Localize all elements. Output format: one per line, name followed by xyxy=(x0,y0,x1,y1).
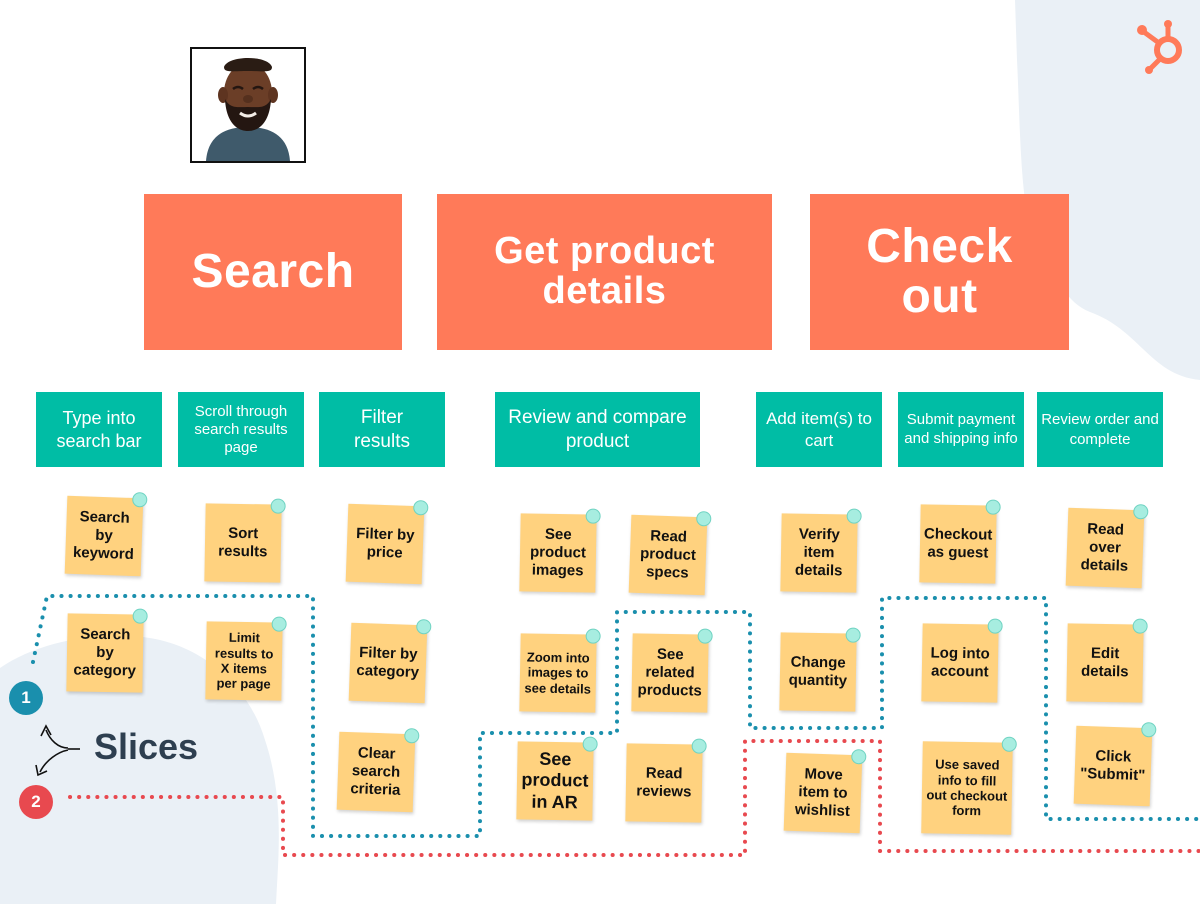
story-see-product-in-ar: See product in AR xyxy=(516,736,598,821)
legend-title: Slices xyxy=(94,726,199,767)
story-label: Read product specs xyxy=(639,527,697,582)
activity-label: Review order and complete xyxy=(1041,411,1159,448)
activity-add-items-to-cart: Add item(s) to cart xyxy=(756,392,882,467)
story-click-submit: Click "Submit" xyxy=(1073,721,1157,807)
story-limit-results: Limit results to X items per page xyxy=(205,616,287,701)
story-label: See product in AR xyxy=(521,748,589,813)
story-checkout-as-guest: Checkout as guest xyxy=(919,499,1001,584)
story-verify-item-details: Verify item details xyxy=(780,508,862,593)
story-read-reviews: Read reviews xyxy=(625,738,707,823)
story-label: Verify item details xyxy=(794,525,843,580)
story-label: Log into account xyxy=(930,644,990,681)
activity-type-into-search-bar: Type into search bar xyxy=(36,392,162,467)
activity-submit-payment-shipping: Submit payment and shipping info xyxy=(898,392,1024,467)
activity-label: Review and compare product xyxy=(508,406,687,452)
story-see-product-images: See product images xyxy=(519,508,601,593)
story-label: Filter by price xyxy=(355,524,415,562)
story-label: Sort results xyxy=(218,524,268,561)
story-label: Search by category xyxy=(73,625,137,680)
story-see-related-products: See related products xyxy=(631,628,713,713)
story-clear-search-criteria: Clear search criteria xyxy=(336,727,420,813)
epic-get-product-details: Get product details xyxy=(437,194,772,350)
story-filter-by-category: Filter by category xyxy=(348,618,432,704)
activity-label: Type into search bar xyxy=(56,408,142,451)
story-label: Limit results to X items per page xyxy=(214,630,274,692)
slice-1-badge: 1 xyxy=(9,681,43,715)
story-log-into-account: Log into account xyxy=(921,618,1003,703)
story-move-item-to-wishlist: Move item to wishlist xyxy=(783,748,867,834)
activity-review-order-complete: Review order and complete xyxy=(1037,392,1163,467)
story-label: Change quantity xyxy=(788,653,848,690)
story-zoom-into-images: Zoom into images to see details xyxy=(519,628,601,713)
story-change-quantity: Change quantity xyxy=(779,627,861,712)
slice-1-number: 1 xyxy=(21,688,31,707)
story-label: Click "Submit" xyxy=(1079,747,1146,785)
story-label: Clear search criteria xyxy=(350,744,401,799)
bearded-man-avatar-icon xyxy=(206,58,290,161)
activity-scroll-through-results: Scroll through search results page xyxy=(178,392,304,467)
story-label: See related products xyxy=(637,645,702,700)
story-edit-details: Edit details xyxy=(1066,618,1148,703)
activity-label: Scroll through search results page xyxy=(194,402,288,456)
story-label: Search by keyword xyxy=(72,508,135,564)
story-label: Zoom into images to see details xyxy=(524,649,592,697)
story-use-saved-info: Use saved info to fill out checkout form xyxy=(921,736,1017,835)
epic-search: Search xyxy=(144,194,402,350)
story-label: Edit details xyxy=(1080,644,1129,681)
persona-avatar xyxy=(190,47,306,163)
activity-label: Add item(s) to cart xyxy=(766,409,872,450)
epic-label: Search xyxy=(191,244,355,298)
activity-review-and-compare: Review and compare product xyxy=(495,392,700,467)
activity-label: Submit payment and shipping info xyxy=(904,410,1018,447)
story-filter-by-price: Filter by price xyxy=(345,499,429,585)
story-label: Move item to wishlist xyxy=(794,765,851,820)
story-label: Checkout as guest xyxy=(923,525,993,562)
story-read-product-specs: Read product specs xyxy=(628,510,712,596)
epic-label: Check out xyxy=(866,219,1013,323)
activity-label: Filter results xyxy=(354,406,410,452)
activity-filter-results: Filter results xyxy=(319,392,445,467)
story-label: Use saved info to fill out checkout form xyxy=(926,756,1008,819)
hubspot-logo-icon xyxy=(1137,20,1182,74)
epic-check-out: Check out xyxy=(810,194,1069,350)
epic-label: Get product details xyxy=(494,230,715,312)
slice-2-number: 2 xyxy=(31,792,41,811)
story-label: Read reviews xyxy=(636,764,692,801)
story-search-by-keyword: Search by keyword xyxy=(64,491,148,577)
story-search-by-category: Search by category xyxy=(66,608,148,693)
story-label: Filter by category xyxy=(356,643,420,682)
story-read-over-details: Read over details xyxy=(1065,503,1149,589)
story-label: Read over details xyxy=(1080,520,1129,575)
story-sort-results: Sort results xyxy=(204,498,286,583)
slice-2-badge: 2 xyxy=(19,785,53,819)
story-label: See product images xyxy=(529,525,587,580)
